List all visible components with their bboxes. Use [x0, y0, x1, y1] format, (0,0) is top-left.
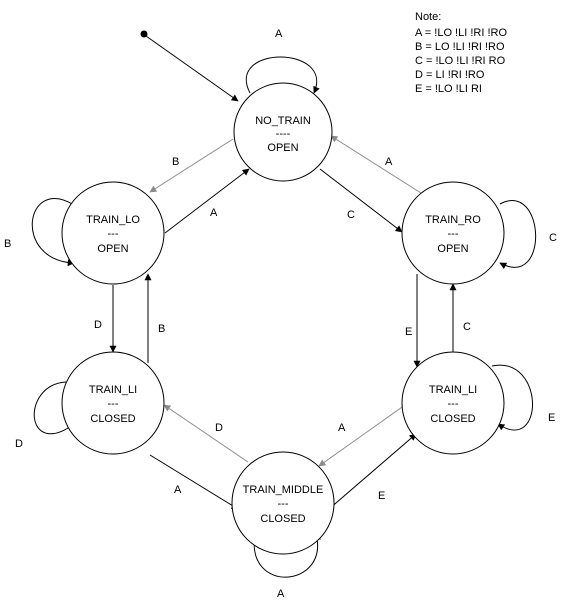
note-line-d: D = LI !RI !RO [415, 69, 485, 81]
label-loop-train-lo: B [4, 238, 11, 250]
note-line-b: B = LO !LI !RI !RO [415, 41, 505, 53]
initial-transition-arrow [145, 35, 239, 102]
label-train-ro-to-no-train: A [385, 156, 393, 168]
state-train-middle-circle [231, 451, 335, 555]
state-no-train: NO_TRAIN ---- OPEN [233, 82, 333, 182]
state-train-ro-separator: --- [448, 228, 459, 240]
edge-train-middle-to-train-li-right [328, 433, 417, 510]
state-train-middle-status: CLOSED [260, 513, 305, 525]
state-train-middle-name: TRAIN_MIDDLE [243, 484, 324, 496]
label-loop-train-ro: C [549, 232, 557, 244]
state-train-ro-circle [401, 181, 505, 285]
label-loop-train-li-right: E [548, 412, 555, 424]
loop-train-lo [31, 198, 75, 267]
state-train-li-right-circle [401, 351, 505, 455]
label-no-train-to-train-lo: B [172, 156, 179, 168]
state-train-li-right-status: CLOSED [430, 413, 475, 425]
state-train-li-left-status: CLOSED [90, 413, 135, 425]
label-train-lo-to-train-li: D [94, 319, 102, 331]
state-train-li-left-separator: --- [108, 398, 119, 410]
label-train-lo-to-no-train: A [210, 207, 218, 219]
label-loop-no-train: A [275, 28, 283, 40]
note-line-a: A = !LO !LI !RI !RO [415, 27, 507, 39]
state-train-middle: TRAIN_MIDDLE --- CLOSED [231, 451, 335, 555]
edge-train-lo-to-no-train [164, 168, 250, 234]
label-train-li-left-to-train-middle: A [174, 484, 182, 496]
label-train-li-to-train-ro: C [463, 321, 471, 333]
state-train-lo: TRAIN_LO --- OPEN [61, 181, 165, 285]
label-train-li-right-to-train-middle: A [338, 422, 346, 434]
note-line-c: C = !LO !LI !RI RO [415, 55, 506, 67]
loop-train-li-right [491, 364, 533, 431]
state-train-ro: TRAIN_RO --- OPEN [401, 181, 505, 285]
edge-no-train-to-train-ro [319, 168, 403, 233]
label-loop-train-middle: A [277, 588, 285, 600]
state-train-lo-status: OPEN [97, 243, 128, 255]
state-train-lo-name: TRAIN_LO [86, 214, 140, 226]
state-train-li-right-separator: --- [448, 398, 459, 410]
state-train-ro-status: OPEN [437, 243, 468, 255]
state-train-middle-separator: --- [278, 498, 289, 510]
state-no-train-separator: ---- [276, 128, 291, 140]
note-title: Note: [415, 11, 441, 23]
state-no-train-name: NO_TRAIN [255, 115, 311, 127]
label-loop-train-li-left: D [15, 438, 23, 450]
state-train-lo-separator: --- [108, 228, 119, 240]
loop-no-train [246, 56, 320, 94]
loop-train-li-left [33, 381, 75, 435]
state-train-ro-name: TRAIN_RO [425, 214, 481, 226]
edge-train-li-right-to-train-middle [318, 404, 406, 467]
state-train-li-left-circle [61, 351, 165, 455]
loop-train-ro [499, 200, 537, 270]
edge-train-ro-to-no-train [330, 135, 422, 194]
edge-train-middle-to-train-li-left [163, 404, 249, 463]
state-train-lo-circle [61, 181, 165, 285]
note-box: Note: A = !LO !LI !RI !RO B = LO !LI !RI… [415, 11, 507, 95]
state-train-li-left-name: TRAIN_LI [89, 384, 137, 396]
loop-train-middle [253, 533, 321, 578]
label-train-middle-to-train-li-left: D [215, 422, 223, 434]
initial-state-dot [140, 30, 148, 38]
label-train-li-to-train-lo: B [158, 323, 165, 335]
label-train-ro-to-train-li: E [405, 326, 412, 338]
state-no-train-circle [233, 82, 333, 182]
edge-no-train-to-train-lo [149, 138, 234, 193]
note-line-e: E = !LO !LI RI [415, 83, 482, 95]
state-train-li-right: TRAIN_LI --- CLOSED [401, 351, 505, 455]
state-train-li-right-name: TRAIN_LI [429, 384, 477, 396]
state-train-li-left: TRAIN_LI --- CLOSED [61, 351, 165, 455]
state-no-train-status: OPEN [267, 142, 298, 154]
label-train-middle-to-train-li-right: E [378, 490, 385, 502]
edge-train-li-left-to-train-middle [149, 454, 239, 510]
label-no-train-to-train-ro: C [347, 209, 355, 221]
